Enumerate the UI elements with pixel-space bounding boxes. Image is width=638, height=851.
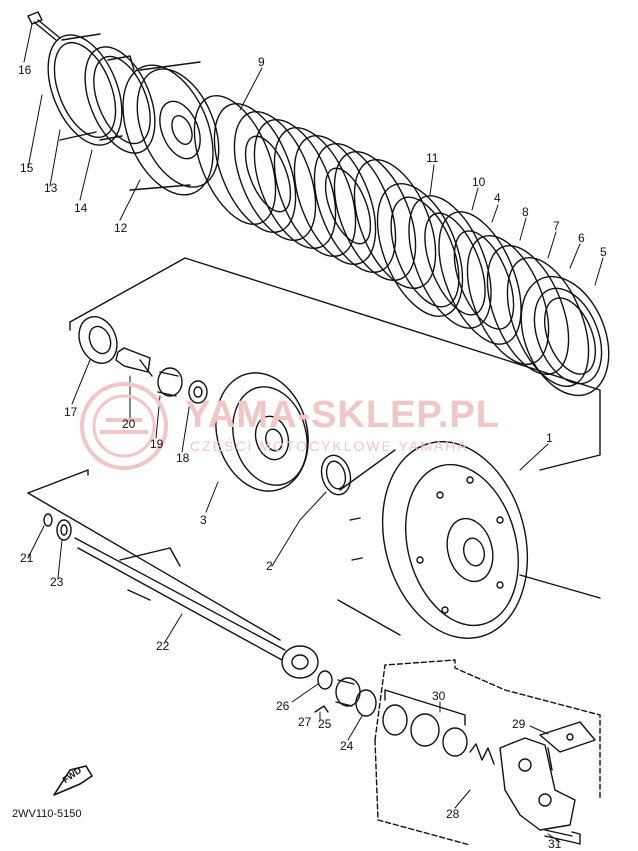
part-23-washer xyxy=(56,519,72,541)
part-4-damper xyxy=(438,211,522,345)
label-28: 28 xyxy=(446,807,460,821)
label-23: 23 xyxy=(50,575,64,589)
part-1-clutch-housing xyxy=(337,441,529,639)
watermark-logo-icon xyxy=(80,382,168,470)
part-24-washer xyxy=(355,689,377,717)
part-9-plate-stack xyxy=(193,94,437,290)
part-28-lever-housing xyxy=(499,737,576,831)
part-14-ring xyxy=(84,46,156,154)
label-3: 3 xyxy=(200,513,207,527)
part-20-push-piece xyxy=(115,347,153,377)
label-16: 16 xyxy=(18,63,32,77)
label-21: 21 xyxy=(20,551,34,565)
part-5-pressure-plate xyxy=(520,275,610,397)
part-18-washer xyxy=(188,380,208,404)
watermark: YAMA-SKLEP.PL CZĘŚCI MOTOCYKLOWE YAMAHA xyxy=(70,380,570,475)
watermark-subtitle: CZĘŚCI MOTOCYKLOWE YAMAHA xyxy=(190,438,469,454)
label-8: 8 xyxy=(522,205,529,219)
label-14: 14 xyxy=(74,201,88,215)
label-12: 12 xyxy=(114,221,128,235)
label-4: 4 xyxy=(494,191,501,205)
label-25: 25 xyxy=(318,717,332,731)
label-2: 2 xyxy=(266,559,273,573)
part-13-cover xyxy=(47,33,123,146)
label-7: 7 xyxy=(553,219,560,233)
label-26: 26 xyxy=(276,699,290,713)
label-1: 1 xyxy=(546,431,553,445)
label-29: 29 xyxy=(512,717,526,731)
part-spring xyxy=(469,743,495,765)
label-20: 20 xyxy=(122,417,136,431)
clutch-assembly-outline xyxy=(69,257,601,471)
diagram-code: 2WV110-5150 xyxy=(12,808,82,820)
watermark-title: YAMA-SKLEP.PL xyxy=(185,394,500,436)
part-2-washer xyxy=(320,454,352,496)
part-3-gear xyxy=(215,372,309,492)
part-11-plate xyxy=(376,183,464,317)
label-6: 6 xyxy=(578,231,585,245)
shaft-assembly-outline xyxy=(27,469,89,494)
part-rod-bearing xyxy=(281,645,319,679)
part-31-bolt xyxy=(544,829,581,845)
part-16-bolt xyxy=(27,11,61,41)
label-10: 10 xyxy=(472,175,486,189)
label-9: 9 xyxy=(258,55,265,69)
label-24: 24 xyxy=(340,739,354,753)
fwd-arrow xyxy=(53,765,93,796)
part-27-pin xyxy=(314,705,329,713)
part-22-push-rod xyxy=(74,537,286,661)
label-5: 5 xyxy=(600,245,607,259)
label-18: 18 xyxy=(176,451,190,465)
label-13: 13 xyxy=(44,181,58,195)
label-11: 11 xyxy=(426,151,439,165)
label-22: 22 xyxy=(156,639,170,653)
label-19: 19 xyxy=(150,437,164,451)
part-17-bearing xyxy=(78,316,118,364)
part-30-seal-set xyxy=(382,689,468,757)
part-12-clutch-boss xyxy=(122,61,220,196)
push-lever-assembly-outline xyxy=(374,659,601,801)
leader-lines xyxy=(23,23,604,843)
part-21-clip xyxy=(43,513,53,527)
label-17: 17 xyxy=(64,405,78,419)
part-29-lever xyxy=(539,721,596,771)
label-15: 15 xyxy=(20,161,34,175)
part-26-ring xyxy=(317,670,333,690)
part-19-bushing xyxy=(157,367,183,397)
label-27: 27 xyxy=(298,715,312,729)
label-30: 30 xyxy=(432,689,446,703)
label-31: 31 xyxy=(548,837,562,851)
